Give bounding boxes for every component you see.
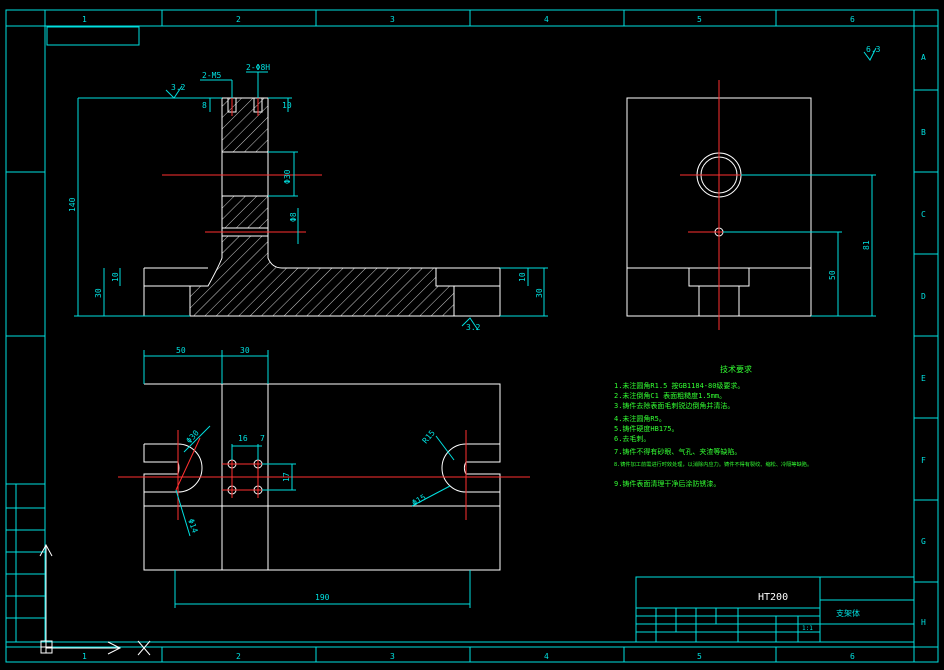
dim-text: 10 [111, 272, 120, 282]
title-block: HT200 支架体 1:1 [635, 576, 915, 643]
dim-text: 17 [282, 472, 291, 482]
roughness-label: 3.2 [171, 83, 186, 92]
col-label-top: 2 [236, 15, 241, 24]
ucs-icon [39, 543, 151, 656]
dim-text: 50 [176, 346, 186, 355]
row-label: B [921, 128, 926, 137]
column-labels: 1 2 3 4 5 6 1 2 3 4 5 6 [82, 15, 855, 661]
dim-text: 10 [518, 272, 527, 282]
row-label: D [921, 292, 926, 301]
note-item: 6.去毛刺。 [614, 434, 650, 443]
col-label-top: 5 [697, 15, 702, 24]
scale-label: 1:1 [802, 625, 813, 632]
notes-title: 技术要求 [720, 364, 752, 374]
dim-text: 10 [282, 101, 292, 110]
row-label: E [921, 374, 926, 383]
dim-text: 81 [862, 240, 871, 250]
dim-text: 50 [828, 270, 837, 280]
note-item: 8.铸件加工前需进行时效处理，以消除内应力。铸件不得有裂纹、缩松、冷隔等缺陷。 [614, 460, 812, 468]
col-label-top: 6 [850, 15, 855, 24]
col-label-top: 4 [544, 15, 549, 24]
note-item: 2.未注倒角C1 表面粗糙度1.5mm。 [614, 391, 726, 400]
note-item: 1.未注圆角R1.5 按GB1184-80级要求。 [614, 381, 744, 390]
col-label-bottom: 2 [236, 652, 241, 661]
roughness-label: 6.3 [866, 45, 881, 54]
dim-text: Φ14 [186, 518, 199, 535]
row-label: G [921, 537, 926, 546]
top-view: 50 30 16 7 17 190 Φ30 Φ14 R15 Φ15 [118, 346, 530, 608]
note-item: 3.铸件去除表面毛刺锐边倒角并清洁。 [614, 401, 734, 410]
dim-text: 30 [535, 288, 544, 298]
dim-text: Φ15 [411, 493, 428, 508]
note-item: 7.铸件不得有砂眼、气孔、夹渣等缺陷。 [614, 447, 741, 456]
row-labels: A B C D E F G H [921, 53, 926, 627]
col-label-top: 1 [82, 15, 87, 24]
col-label-bottom: 3 [390, 652, 395, 661]
dim-text: 8 [202, 101, 207, 110]
technical-notes: 技术要求 1.未注圆角R1.5 按GB1184-80级要求。 2.未注倒角C1 … [614, 364, 812, 488]
row-label: A [921, 53, 926, 62]
row-label: C [921, 210, 926, 219]
col-label-bottom: 6 [850, 652, 855, 661]
dim-text: Φ30 [185, 428, 201, 445]
dim-text: Φ30 [283, 169, 292, 184]
dim-text: 30 [94, 288, 103, 298]
dim-text: Φ8 [289, 212, 298, 222]
front-view: 3.2 3.2 2-M5 2-Φ8H 8 10 Φ30 Φ8 140 10 30… [68, 63, 548, 332]
material-label: HT200 [758, 592, 788, 603]
dim-text: 2-Φ8H [246, 63, 270, 72]
note-item: 9.铸件表面清理干净后涂防锈漆。 [614, 479, 720, 488]
drawing-name-label: 支架体 [836, 608, 860, 618]
dim-text: 16 [238, 434, 248, 443]
dim-text: 30 [240, 346, 250, 355]
note-item: 5.铸件硬度HB175。 [614, 424, 679, 433]
dim-text: 140 [68, 197, 77, 212]
note-item: 4.未注圆角R5。 [614, 414, 666, 423]
left-record-table [5, 483, 46, 643]
row-label: F [921, 456, 926, 465]
col-label-bottom: 4 [544, 652, 549, 661]
dim-text: R15 [421, 428, 437, 445]
dim-text: 7 [260, 434, 265, 443]
roughness-label: 3.2 [466, 323, 481, 332]
dim-text: 190 [315, 593, 330, 602]
col-label-top: 3 [390, 15, 395, 24]
drawing-frame [5, 9, 939, 663]
row-label: H [921, 618, 926, 627]
dim-text: 2-M5 [202, 71, 221, 80]
col-label-bottom: 1 [82, 652, 87, 661]
col-label-bottom: 5 [697, 652, 702, 661]
side-view: 81 50 6.3 [626, 45, 881, 330]
